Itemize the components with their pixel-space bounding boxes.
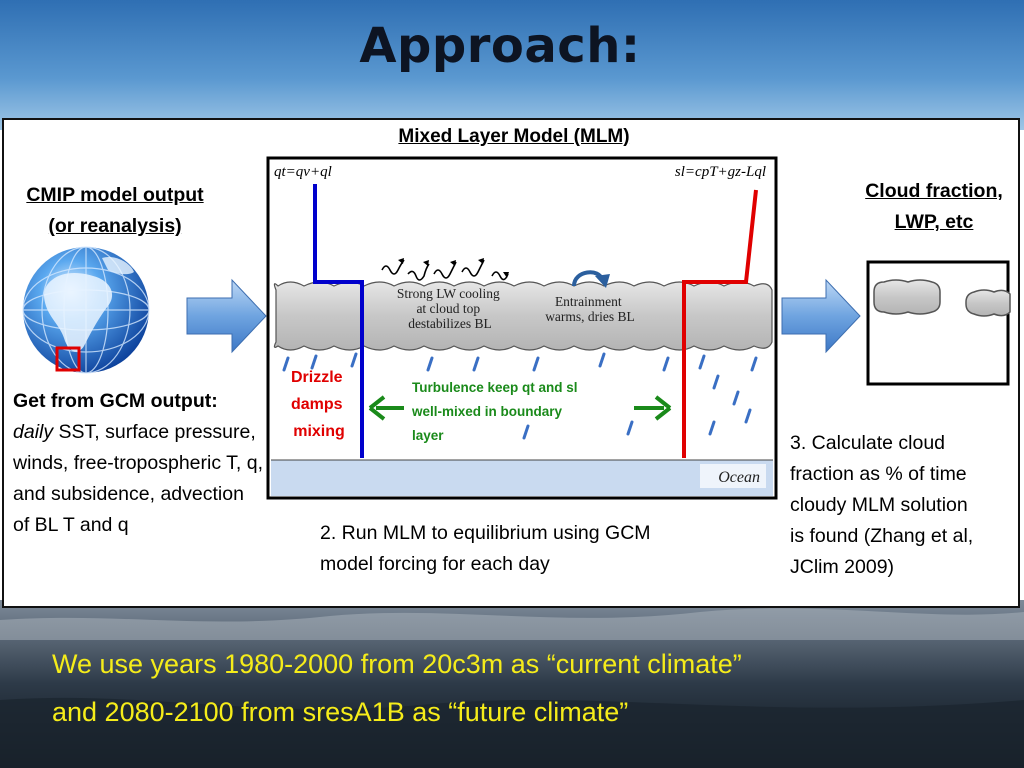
cloud-fraction-heading-line1: Cloud fraction, <box>865 180 1003 202</box>
gcm-output-label: Get from GCM output: <box>13 390 218 412</box>
sl-profile-line <box>682 189 758 458</box>
step2-text: 2. Run MLM to equilibrium using GCM mode… <box>320 518 750 580</box>
qt-label: qt=qv+ql <box>274 164 332 180</box>
sl-label: sl=cpT+gz-Lql <box>675 164 766 180</box>
turb-line: layer <box>412 428 444 443</box>
daily-word: daily <box>13 421 54 443</box>
entrain-line: Entrainment <box>555 294 622 309</box>
mlm-diagram: qt=qv+ql sl=cpT+gz-Lql Strong LW cooling… <box>266 156 778 500</box>
step3-line: cloudy MLM solution <box>790 494 968 516</box>
qt-profile-line <box>313 184 364 458</box>
lw-line: destabilizes BL <box>408 316 492 331</box>
arrow-right-icon <box>186 278 267 354</box>
slide-title: Approach: <box>359 18 641 74</box>
step3-line: 3. Calculate cloud <box>790 432 946 454</box>
cloud-icon <box>965 289 1011 317</box>
footer-line2: and 2080-2100 from sresA1B as “future cl… <box>52 697 629 727</box>
arrow-right-icon <box>634 395 672 421</box>
lw-line: Strong LW cooling <box>397 286 500 301</box>
drizzle-text: Drizzle damps mixing <box>291 369 347 440</box>
drizzle-line: damps <box>291 396 343 413</box>
cmip-heading: CMIP model output (or reanalysis) <box>4 180 226 242</box>
ocean-layer <box>271 460 773 496</box>
cloud-icon <box>873 279 941 315</box>
lw-arrowheads <box>398 258 509 278</box>
cmip-heading-line2: (or reanalysis) <box>48 215 182 237</box>
cloud-fraction-heading: Cloud fraction, LWP, etc <box>834 176 1024 238</box>
cloud-fraction-box <box>866 260 1011 386</box>
region-box <box>55 346 81 372</box>
lw-cooling-text: Strong LW cooling at cloud top destabili… <box>397 286 503 331</box>
cloud-layer <box>273 281 773 351</box>
turb-line: Turbulence keep qt and sl <box>412 380 578 395</box>
cmip-heading-line1: CMIP model output <box>26 184 204 206</box>
entrainment-arrow-icon <box>572 270 610 288</box>
step2-line2: model forcing for each day <box>320 553 550 575</box>
step3-line: JClim 2009) <box>790 556 895 578</box>
diagram-graphics: qt=qv+ql sl=cpT+gz-Lql Strong LW cooling… <box>22 156 1011 500</box>
globe-icon <box>22 246 150 374</box>
entrainment-text: Entrainment warms, dries BL <box>545 294 635 324</box>
lw-line: at cloud top <box>416 301 480 316</box>
footer-note: We use years 1980-2000 from 20c3m as “cu… <box>52 640 1012 736</box>
entrain-line: warms, dries BL <box>545 309 635 324</box>
cloud-fraction-heading-line2: LWP, etc <box>894 211 974 233</box>
lw-cooling-arrows <box>381 259 509 281</box>
gcm-output-description: Get from GCM output: daily SST, surface … <box>13 386 263 541</box>
drizzle-line: Drizzle <box>291 369 343 386</box>
step3-text: 3. Calculate cloud fraction as % of time… <box>790 428 1020 583</box>
mlm-heading: Mixed Layer Model (MLM) <box>398 126 630 147</box>
turb-line: well-mixed in boundary <box>411 404 563 419</box>
step3-line: fraction as % of time <box>790 463 967 485</box>
drizzle-streaks <box>282 352 758 440</box>
arrow-right-icon <box>781 278 861 354</box>
turbulence-text: Turbulence keep qt and sl well-mixed in … <box>411 380 581 443</box>
step3-line: is found (Zhang et al, <box>790 525 974 547</box>
footer-line1: We use years 1980-2000 from 20c3m as “cu… <box>52 649 742 679</box>
gcm-output-variables: SST, surface pressure, winds, free-tropo… <box>13 421 264 536</box>
ocean-label: Ocean <box>718 469 760 486</box>
content-panel: CMIP model output (or reanalysis) Get fr… <box>2 118 1020 608</box>
arrow-left-icon <box>368 395 404 421</box>
drizzle-line: mixing <box>293 423 345 440</box>
step2-line1: 2. Run MLM to equilibrium using GCM <box>320 522 651 544</box>
